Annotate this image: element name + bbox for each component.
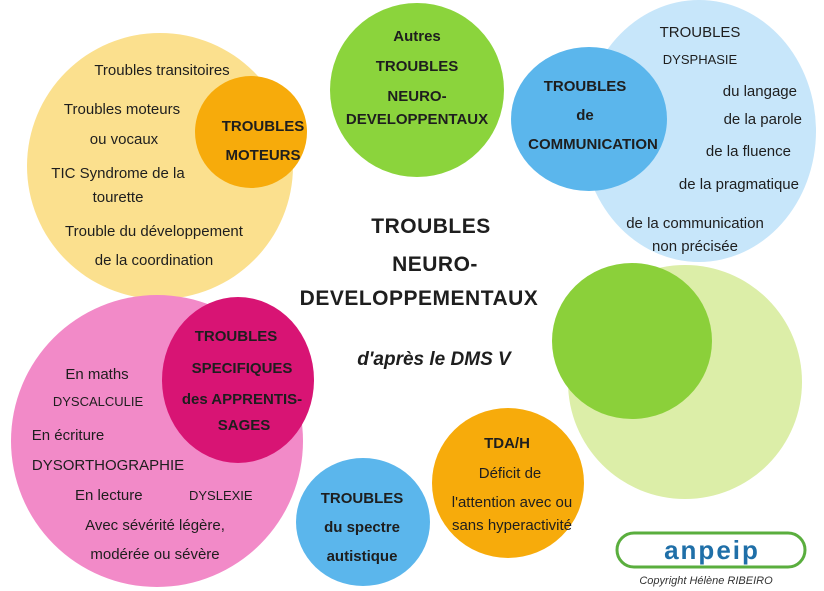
learning-core-label-2: SPECIFIQUES: [191, 360, 293, 377]
motor-item-7: de la coordination: [94, 252, 214, 269]
communication-core-label-3: COMMUNICATION: [528, 136, 658, 153]
learning-lecture: En lecture: [75, 487, 143, 504]
learning-severity-1: Avec sévérité légère,: [85, 517, 225, 534]
learning-dysorthographie: DYSORTHOGRAPHIE: [31, 457, 185, 474]
copyright-notice: Copyright Hélène RIBEIRO: [639, 575, 773, 587]
learning-core-circle: [162, 297, 314, 463]
learning-dyscalculie: DYSCALCULIE: [52, 394, 144, 409]
communication-item-5: de la communication: [626, 215, 764, 232]
other-label-4: DEVELOPPENTAUX: [345, 111, 489, 128]
learning-core-label-4: SAGES: [217, 417, 271, 434]
diagram-title-line-3: DEVELOPPEMENTAUX: [299, 287, 539, 310]
learning-dyslexie: DYSLEXIE: [189, 488, 253, 503]
communication-item-3: de la fluence: [705, 143, 791, 160]
motor-core-label-1: TROUBLES: [221, 118, 305, 135]
adhd-circle: [432, 408, 584, 558]
logo-frame: [615, 531, 807, 569]
communication-core-label-1: TROUBLES: [543, 78, 627, 95]
autism-label-3: autistique: [326, 548, 398, 565]
communication-item-6: non précisée: [652, 238, 738, 255]
adhd-label-1: TDA/H: [484, 435, 530, 452]
communication-top-2: DYSPHASIE: [662, 52, 738, 67]
communication-core-label-2: de: [576, 107, 594, 124]
diagram-subtitle: d'après le DMS V: [357, 349, 511, 370]
adhd-label-2: Déficit de: [478, 465, 542, 482]
motor-core-circle: [195, 76, 307, 188]
diagram-title-line-1: TROUBLES: [371, 215, 491, 238]
autism-spectrum-circle: [296, 458, 430, 586]
adhd-label-4: sans hyperactivité: [451, 517, 573, 534]
adhd-label-3: l'attention avec ou: [451, 494, 573, 511]
motor-item-1: Troubles transitoires: [94, 62, 230, 79]
autism-label-1: TROUBLES: [320, 490, 404, 507]
intellectual-core-circle: [552, 263, 712, 419]
communication-item-2: de la parole: [723, 111, 802, 128]
anpeip-logo: anpeip: [615, 531, 807, 569]
learning-maths: En maths: [65, 366, 129, 383]
motor-item-6: Trouble du développement: [65, 223, 243, 240]
learning-ecriture: En écriture: [31, 427, 105, 444]
motor-item-3: ou vocaux: [89, 131, 159, 148]
communication-item-1: du langage: [722, 83, 797, 100]
motor-item-5: tourette: [92, 189, 144, 206]
learning-severity-2: modérée ou sévère: [90, 546, 220, 563]
motor-item-2: Troubles moteurs: [63, 101, 181, 118]
motor-core-label-2: MOTEURS: [225, 147, 301, 164]
logo-inner-band: [624, 539, 798, 561]
autism-label-2: du spectre: [324, 519, 400, 536]
communication-top-1: TROUBLES: [659, 24, 741, 41]
motor-item-4: TIC Syndrome de la: [51, 165, 185, 182]
other-label-1: Autres: [393, 28, 441, 45]
learning-core-label-3: des APPRENTIS-: [181, 391, 303, 408]
logo-text: anpeip: [664, 535, 760, 565]
communication-item-4: de la pragmatique: [678, 176, 799, 193]
diagram-title-line-2: NEURO-: [392, 253, 478, 276]
learning-core-label-1: TROUBLES: [194, 328, 278, 345]
communication-core-circle: [511, 47, 667, 191]
other-label-3: NEURO-: [387, 88, 447, 105]
other-label-2: TROUBLES: [375, 58, 459, 75]
other-troubles-circle: [330, 3, 504, 177]
